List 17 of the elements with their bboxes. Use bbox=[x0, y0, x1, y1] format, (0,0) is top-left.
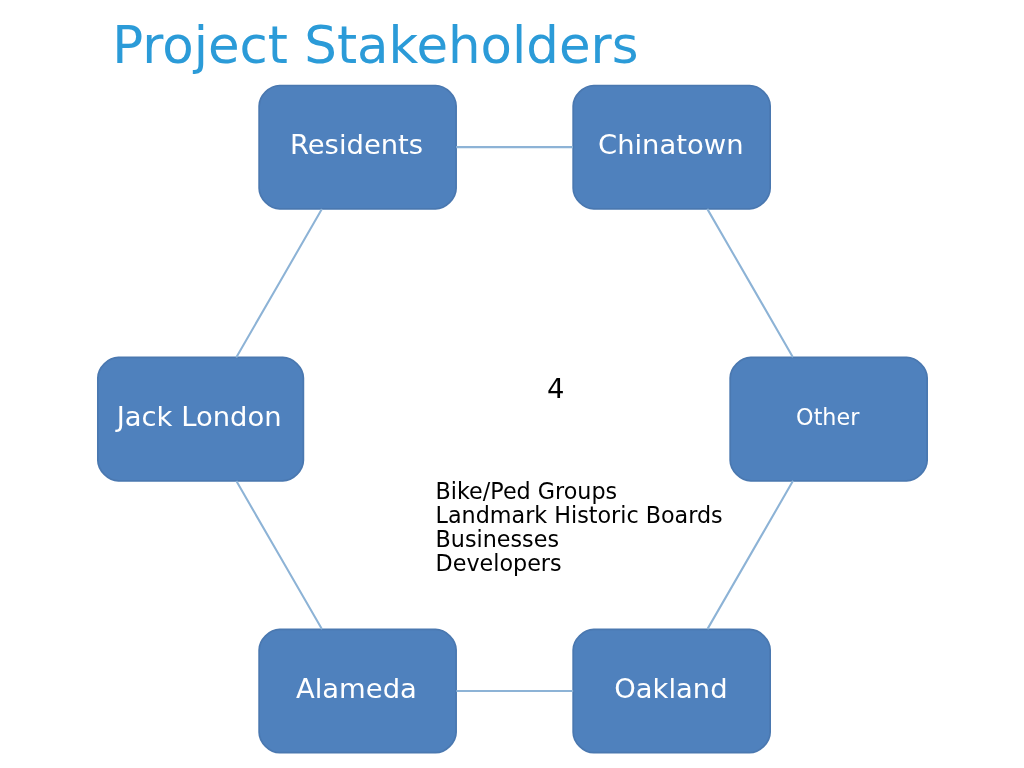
node-label: Developers bbox=[435, 549, 562, 576]
node-box: Oakland bbox=[571, 628, 771, 754]
node-box: Alameda bbox=[257, 628, 457, 754]
node-label: Businesses bbox=[435, 525, 559, 552]
connector bbox=[235, 480, 323, 630]
connector bbox=[455, 146, 573, 149]
node-box: Other bbox=[728, 356, 928, 482]
node-box: Chinatown bbox=[571, 84, 771, 210]
node-label: Bike/Ped Groups bbox=[435, 477, 617, 504]
connector bbox=[705, 208, 794, 358]
diagram-title: Project Stakeholders bbox=[111, 15, 638, 76]
node-box: Jack London bbox=[96, 356, 304, 482]
connector bbox=[706, 480, 794, 630]
connector bbox=[234, 208, 323, 358]
node-box: Residents bbox=[257, 84, 457, 210]
label: 4 bbox=[546, 373, 564, 405]
connector bbox=[455, 690, 573, 693]
